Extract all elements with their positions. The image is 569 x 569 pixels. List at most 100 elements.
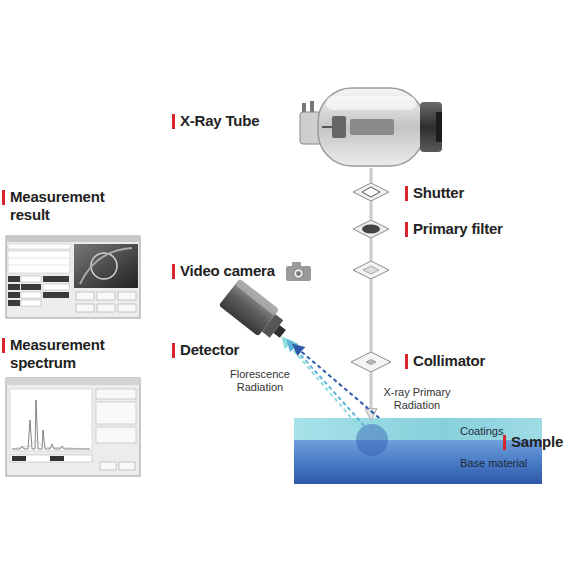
shutter-plate — [353, 183, 389, 201]
video-spot — [91, 253, 117, 279]
beam-line — [370, 238, 373, 261]
plot-area — [10, 389, 92, 451]
camera-box: Video camera — [353, 261, 389, 279]
button — [76, 304, 94, 312]
table-line — [8, 258, 70, 259]
result-cell-dark — [8, 292, 20, 298]
video-detail — [80, 248, 132, 284]
filter-plate — [353, 220, 389, 238]
fluorescence-ray — [288, 341, 369, 431]
coating-layer: Coatings — [294, 418, 542, 440]
component-label: Shutter — [405, 184, 533, 202]
status-cell — [12, 456, 26, 461]
result-cell-dark — [43, 292, 69, 298]
result-cell-dark — [8, 300, 20, 306]
layer-label: Base material — [460, 457, 540, 470]
spectrum-fit — [12, 440, 90, 449]
camera-body — [286, 266, 311, 281]
panel — [96, 427, 136, 443]
window-frame — [6, 378, 140, 476]
button — [76, 292, 94, 300]
result-cell — [21, 292, 41, 298]
button — [100, 462, 116, 470]
fluorescence-ray — [283, 338, 360, 428]
camera-mirror — [353, 261, 389, 279]
button — [118, 304, 136, 312]
layer-label: Coatings — [460, 425, 520, 438]
status-strip — [10, 455, 92, 462]
component-label: X-Ray Tube — [172, 112, 300, 130]
result-cell-dark — [8, 276, 20, 282]
field — [8, 244, 70, 249]
filter-box: Primary filter — [353, 220, 389, 238]
camera-icon — [286, 262, 311, 281]
component-label: Sample — [503, 433, 569, 451]
tube-cap — [420, 102, 442, 152]
component-label: Measurement spectrum — [2, 336, 132, 372]
window-title — [6, 378, 140, 385]
result-cell-dark — [8, 284, 20, 290]
beam-line — [370, 168, 373, 183]
panel — [96, 389, 136, 399]
sample-box: SampleCoatingsBase material — [294, 418, 542, 484]
beam-line — [370, 201, 373, 220]
result-cell-dark — [21, 284, 41, 290]
filter-disc — [362, 225, 380, 234]
result-cell — [43, 284, 69, 290]
edge-label: X-ray Primary Radiation — [378, 386, 456, 412]
detector-nose — [273, 325, 285, 338]
detector-device — [219, 279, 294, 348]
button — [119, 462, 135, 470]
shutter — [353, 183, 389, 201]
x-ray-tube — [300, 88, 442, 166]
collimator-plate — [351, 352, 391, 372]
collimator-hole — [366, 360, 376, 365]
shutter-box: Shutter — [353, 183, 389, 201]
screenshot-box: Measurement result — [6, 236, 140, 318]
mirror-plate — [353, 261, 389, 279]
window-tabs — [6, 236, 140, 242]
button — [97, 292, 115, 300]
camera-top — [292, 262, 301, 267]
spectrum-screenshot — [6, 378, 140, 476]
window-frame — [6, 236, 140, 318]
component-label: Detector — [172, 341, 280, 359]
tube-wire — [322, 126, 332, 128]
tube-glass — [318, 88, 424, 166]
camera-lens-core — [296, 271, 301, 276]
video-image — [74, 244, 138, 288]
detector-highlight — [235, 279, 279, 316]
interaction-spot — [356, 424, 388, 456]
shutter-opening — [362, 187, 380, 197]
component-label: Primary filter — [405, 220, 553, 238]
screenshot-box: Measurement spectrum — [6, 378, 140, 476]
edge-label: Florescence Radiation — [225, 368, 295, 394]
detector-box: Detector — [218, 280, 294, 346]
collimator — [351, 352, 391, 372]
tube-cap-end — [436, 112, 442, 142]
component-label: Video camera — [172, 262, 300, 280]
spectrum-line — [12, 400, 90, 449]
button — [97, 304, 115, 312]
collimator-box: Collimator — [351, 352, 391, 372]
anode — [350, 119, 394, 135]
result-cell — [21, 276, 41, 282]
tube-pin — [310, 101, 314, 113]
tube-neck — [300, 112, 322, 144]
radiation-arrow — [294, 345, 379, 418]
status-cell — [50, 456, 64, 461]
tube-pin — [302, 103, 306, 113]
mirror-hole — [363, 266, 379, 274]
detector-body — [219, 279, 279, 337]
radiation-arrow — [370, 372, 373, 418]
component-label: Measurement result — [2, 188, 132, 224]
table-line — [8, 265, 70, 266]
cathode — [332, 116, 346, 138]
detector-front — [262, 314, 283, 337]
primary-filter — [353, 220, 389, 238]
camera-lens — [294, 269, 304, 279]
table — [8, 251, 70, 273]
result-cell-dark — [43, 276, 69, 282]
result-screenshot — [6, 236, 140, 318]
